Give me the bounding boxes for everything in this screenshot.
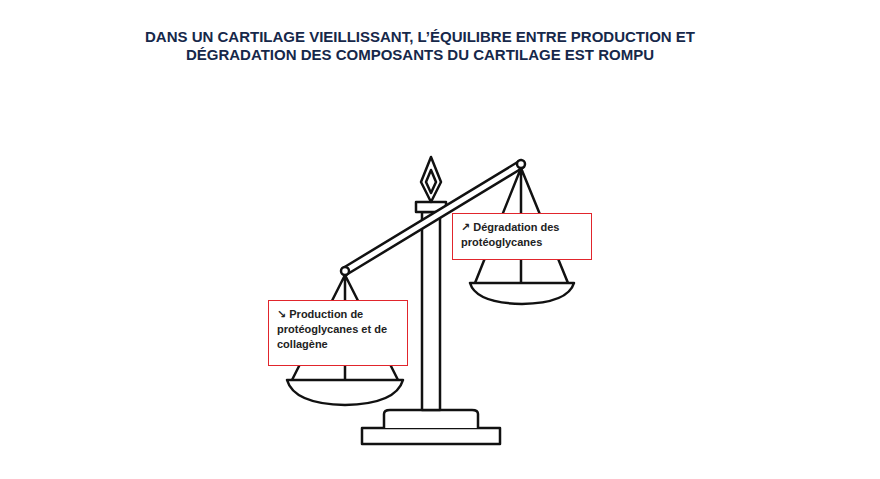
box-label: ↗ Dégradation des protéoglycanes bbox=[461, 220, 583, 250]
label-box: ↘ Production de protéoglycanes et de col… bbox=[268, 300, 408, 366]
box-label: ↘ Production de protéoglycanes et de col… bbox=[277, 307, 399, 352]
diagram-title: DANS UN CARTILAGE VIEILLISSANT, L’ÉQUILI… bbox=[130, 28, 710, 64]
label-box: ↗ Dégradation des protéoglycanes bbox=[452, 213, 592, 260]
